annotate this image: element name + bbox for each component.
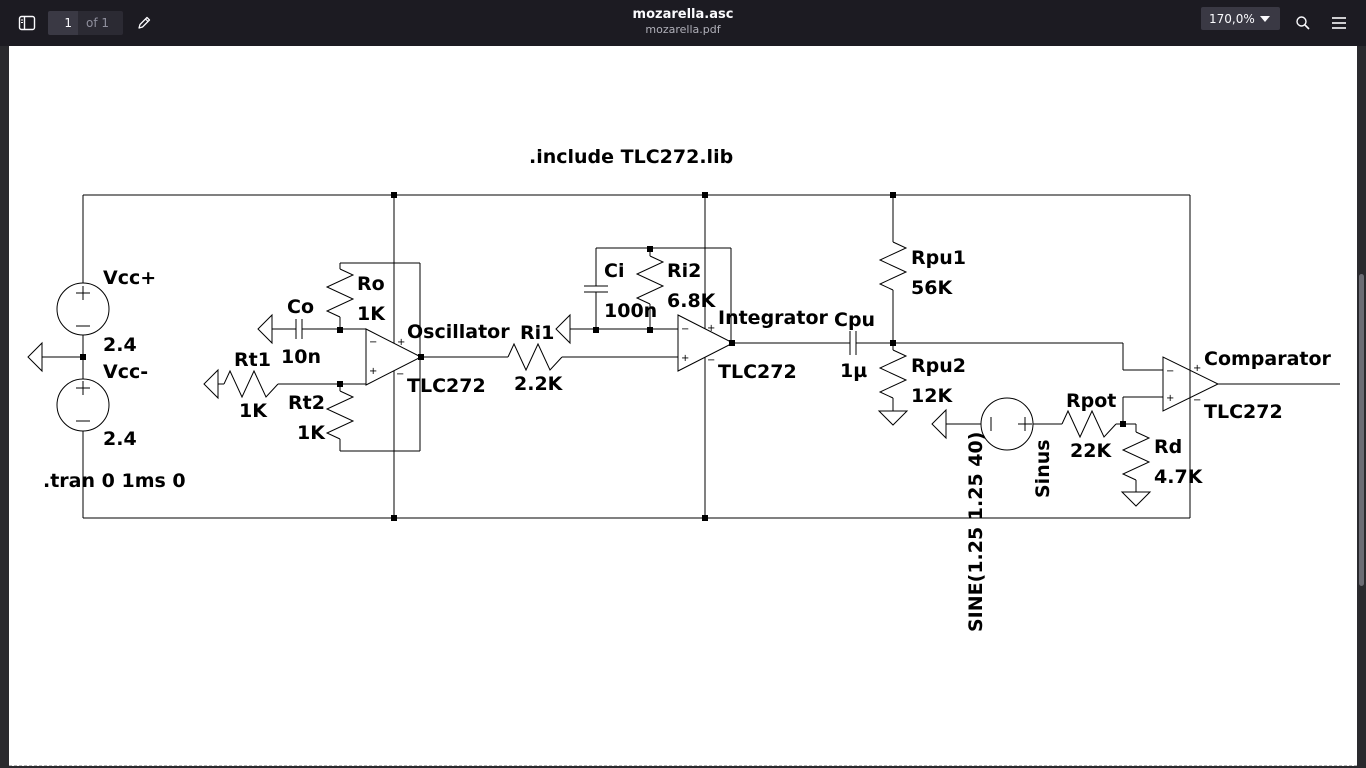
integrator-inv-pin: − bbox=[681, 324, 689, 335]
sinus-source: Sinus SINE(1.25 1.25 40) bbox=[931, 397, 1054, 632]
comparator-name: Comparator bbox=[1204, 348, 1332, 370]
rpot-resistor: Rpot 22K bbox=[1033, 390, 1163, 462]
zoom-select[interactable]: 170,0% bbox=[1201, 7, 1280, 30]
rpu2-name: Rpu2 bbox=[911, 355, 966, 377]
search-icon[interactable] bbox=[1291, 11, 1315, 35]
cpu-value: 1µ bbox=[840, 360, 867, 382]
sinus-value: SINE(1.25 1.25 40) bbox=[965, 432, 987, 632]
rpot-value: 22K bbox=[1070, 440, 1112, 462]
comparator-model: TLC272 bbox=[1204, 401, 1283, 423]
chevron-down-icon bbox=[1260, 16, 1270, 22]
cpu-name: Cpu bbox=[834, 309, 875, 331]
oscillator-minus-pin: − bbox=[396, 369, 404, 380]
ci-value: 100n bbox=[604, 300, 657, 322]
co-name: Co bbox=[287, 296, 314, 318]
ri2-name: Ri2 bbox=[667, 260, 701, 282]
ground-symbol bbox=[27, 341, 86, 373]
ci-name: Ci bbox=[604, 260, 624, 282]
document-viewer[interactable]: Vcc+ 2.4 Vcc- 2.4 .tran 0 1ms 0 .include… bbox=[0, 46, 1366, 768]
rt1-value: 1K bbox=[239, 400, 268, 422]
document-title: mozarella.asc bbox=[632, 7, 734, 22]
rd-name: Rd bbox=[1154, 436, 1182, 458]
pdf-toolbar: of 1 mozarella.asc mozarella.pdf 170,0% bbox=[0, 0, 1366, 46]
oscillator-noninv-pin: + bbox=[369, 366, 377, 377]
oscillator-opamp: + − − + Oscillator TLC272 bbox=[365, 195, 510, 518]
rpu2-value: 12K bbox=[911, 385, 953, 407]
integrator-opamp: + − − + Integrator TLC272 bbox=[677, 195, 828, 518]
oscillator-model: TLC272 bbox=[407, 375, 486, 397]
rd-value: 4.7K bbox=[1154, 466, 1204, 488]
ri2-value: 6.8K bbox=[667, 290, 717, 312]
rt2-value: 1K bbox=[297, 422, 326, 444]
oscillator-inv-pin: − bbox=[369, 337, 377, 348]
integrator-plus-pin: + bbox=[707, 323, 715, 334]
rt2-resistor: Rt2 1K bbox=[288, 384, 355, 451]
comparator-opamp: + − − + Comparator TLC272 bbox=[1162, 348, 1340, 423]
co-value: 10n bbox=[281, 346, 321, 368]
page-navigation: of 1 bbox=[48, 11, 123, 35]
pen-icon[interactable] bbox=[132, 11, 156, 35]
zoom-value: 170,0% bbox=[1209, 11, 1255, 26]
sidebar-toggle-icon[interactable] bbox=[15, 11, 39, 35]
rpu1-value: 56K bbox=[911, 277, 953, 299]
comparator-plus-pin: + bbox=[1193, 363, 1201, 374]
rt1-name: Rt1 bbox=[234, 349, 271, 371]
comparator-minus-pin: − bbox=[1193, 395, 1201, 406]
integrator-name: Integrator bbox=[718, 307, 828, 329]
comparator-inv-pin: − bbox=[1166, 366, 1174, 377]
menu-icon[interactable] bbox=[1327, 11, 1351, 35]
rt2-name: Rt2 bbox=[288, 392, 325, 414]
comparator-noninv-pin: + bbox=[1166, 393, 1174, 404]
ci-ri2-feedback: Ci 100n Ri2 6.8K bbox=[555, 246, 732, 345]
ro-resistor: Ro 1K bbox=[325, 262, 421, 452]
sinus-name: Sinus bbox=[1032, 439, 1054, 498]
tran-directive: .tran 0 1ms 0 bbox=[43, 470, 186, 492]
vcc-plus-name: Vcc+ bbox=[103, 267, 156, 289]
rd-resistor: Rd 4.7K bbox=[1120, 423, 1204, 507]
cpu-capacitor: Cpu 1µ bbox=[733, 309, 1163, 382]
vcc-minus-source: Vcc- 2.4 bbox=[56, 361, 148, 450]
document-title-block: mozarella.asc mozarella.pdf bbox=[483, 6, 883, 37]
page-number-input[interactable] bbox=[48, 11, 78, 35]
integrator-minus-pin: − bbox=[707, 355, 715, 366]
ri1-value: 2.2K bbox=[514, 373, 564, 395]
page-count-label: of 1 bbox=[78, 11, 123, 35]
document-filename: mozarella.pdf bbox=[645, 23, 721, 36]
vcc-plus-source: Vcc+ 2.4 bbox=[56, 267, 156, 379]
include-directive: .include TLC272.lib bbox=[529, 146, 733, 168]
schematic-drawing: Vcc+ 2.4 Vcc- 2.4 .tran 0 1ms 0 .include… bbox=[27, 146, 1340, 632]
vcc-minus-value: 2.4 bbox=[103, 428, 137, 450]
rpu2-resistor: Rpu2 12K bbox=[877, 343, 966, 426]
integrator-model: TLC272 bbox=[718, 361, 797, 383]
ro-value: 1K bbox=[357, 303, 386, 325]
rpu1-name: Rpu1 bbox=[911, 247, 966, 269]
integrator-noninv-pin: + bbox=[681, 353, 689, 364]
ri1-name: Ri1 bbox=[520, 322, 554, 344]
rpot-name: Rpot bbox=[1066, 390, 1116, 412]
oscillator-name: Oscillator bbox=[407, 321, 510, 343]
ro-name: Ro bbox=[357, 273, 385, 295]
co-capacitor: Co 10n bbox=[257, 296, 366, 368]
ri1-resistor: Ri1 2.2K bbox=[421, 322, 678, 395]
vertical-scrollbar[interactable] bbox=[1359, 274, 1364, 586]
vcc-plus-value: 2.4 bbox=[103, 334, 137, 356]
rpu1-resistor: Rpu1 56K bbox=[878, 195, 966, 343]
vcc-minus-name: Vcc- bbox=[103, 361, 148, 383]
pdf-page: Vcc+ 2.4 Vcc- 2.4 .tran 0 1ms 0 .include… bbox=[9, 46, 1357, 766]
oscillator-plus-pin: + bbox=[397, 337, 405, 348]
rt1-resistor: Rt1 1K bbox=[203, 349, 366, 422]
